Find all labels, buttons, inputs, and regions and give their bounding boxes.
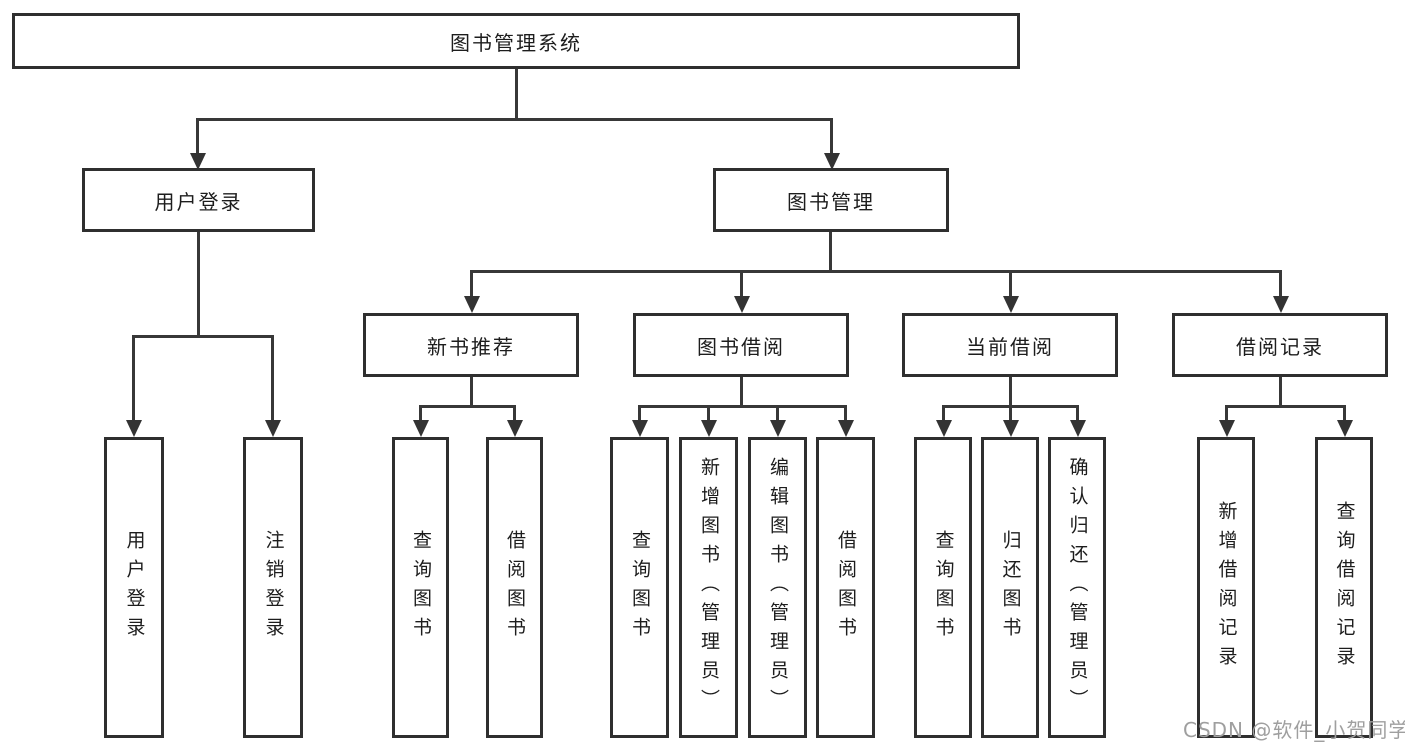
node-new-book-recommendation: 新书推荐 (363, 313, 579, 377)
connector-hline (132, 335, 274, 338)
node-confirm-return-admin: 确认归还（管理员） (1048, 437, 1106, 738)
node-logout-leaf: 注销登录 (243, 437, 303, 738)
connector-vline (1343, 405, 1346, 422)
node-return-books: 归还图书 (981, 437, 1039, 738)
node-user-login: 用户登录 (82, 168, 315, 232)
arrow-down-icon (507, 420, 523, 437)
connector-vline (515, 69, 518, 120)
arrow-down-icon (190, 153, 206, 170)
connector-vline (470, 270, 473, 299)
connector-vline (638, 405, 641, 422)
arrow-down-icon (1003, 296, 1019, 313)
connector-vline (1009, 405, 1012, 422)
node-book-management: 图书管理 (713, 168, 949, 232)
connector-vline (132, 335, 135, 422)
connector-vline (1279, 270, 1282, 299)
connector-vline (776, 405, 779, 422)
arrow-down-icon (1219, 420, 1235, 437)
connector-hline (470, 270, 1282, 273)
node-user-login-leaf: 用户登录 (104, 437, 164, 738)
connector-vline (830, 118, 833, 155)
connector-hline (1225, 405, 1346, 408)
arrow-down-icon (1070, 420, 1086, 437)
connector-vline (197, 232, 200, 337)
node-book-borrowing: 图书借阅 (633, 313, 849, 377)
connector-vline (513, 405, 516, 422)
connector-vline (1279, 377, 1282, 407)
connector-vline (740, 270, 743, 299)
node-current-borrowing: 当前借阅 (902, 313, 1118, 377)
node-borrow-books-under-recommendation: 借阅图书 (486, 437, 543, 738)
arrow-down-icon (701, 420, 717, 437)
arrow-down-icon (936, 420, 952, 437)
connector-vline (740, 377, 743, 407)
arrow-down-icon (413, 420, 429, 437)
connector-vline (829, 232, 832, 272)
node-query-books-under-recommendation: 查询图书 (392, 437, 449, 738)
node-add-borrow-record: 新增借阅记录 (1197, 437, 1255, 738)
connector-vline (1076, 405, 1079, 422)
connector-hline (638, 405, 847, 408)
node-query-books-under-borrowing: 查询图书 (610, 437, 669, 738)
connector-vline (1225, 405, 1228, 422)
connector-hline (419, 405, 516, 408)
arrow-down-icon (464, 296, 480, 313)
node-borrow-books-under-borrowing: 借阅图书 (816, 437, 875, 738)
node-add-book-admin: 新增图书（管理员） (679, 437, 738, 738)
node-query-borrow-record: 查询借阅记录 (1315, 437, 1373, 738)
arrow-down-icon (824, 153, 840, 170)
connector-vline (196, 118, 199, 155)
arrow-down-icon (1337, 420, 1353, 437)
connector-vline (1009, 270, 1012, 299)
arrow-down-icon (734, 296, 750, 313)
connector-hline (196, 118, 833, 121)
arrow-down-icon (1003, 420, 1019, 437)
arrow-down-icon (265, 420, 281, 437)
csdn-watermark: CSDN @软件_小贺同学 (1183, 718, 1405, 742)
node-query-books-under-current: 查询图书 (914, 437, 972, 738)
connector-vline (707, 405, 710, 422)
connector-vline (470, 377, 473, 407)
arrow-down-icon (770, 420, 786, 437)
node-library-management-system: 图书管理系统 (12, 13, 1020, 69)
connector-vline (271, 335, 274, 422)
node-edit-book-admin: 编辑图书（管理员） (748, 437, 807, 738)
arrow-down-icon (632, 420, 648, 437)
node-borrowing-records: 借阅记录 (1172, 313, 1388, 377)
arrow-down-icon (838, 420, 854, 437)
connector-vline (942, 405, 945, 422)
connector-vline (419, 405, 422, 422)
arrow-down-icon (126, 420, 142, 437)
connector-vline (1009, 377, 1012, 407)
arrow-down-icon (1273, 296, 1289, 313)
connector-vline (844, 405, 847, 422)
